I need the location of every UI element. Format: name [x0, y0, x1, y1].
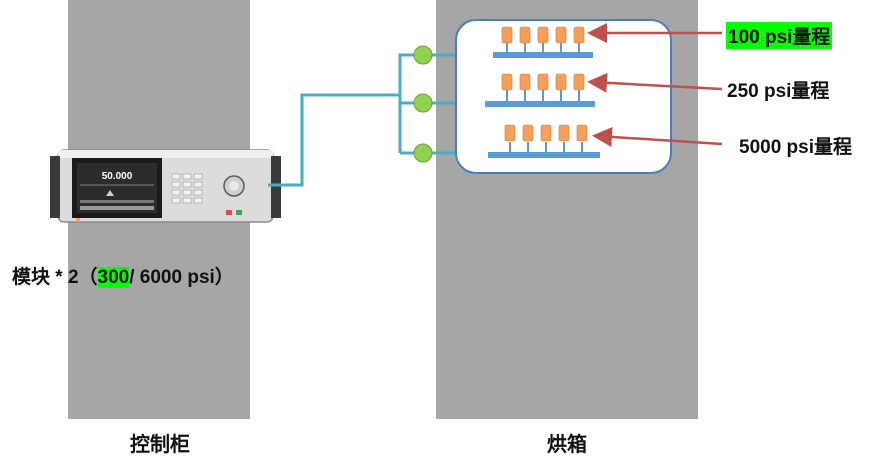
sensor-stem	[506, 90, 508, 101]
manifold-bar-3	[488, 152, 600, 158]
pressure-sensor	[555, 73, 567, 91]
pressure-sensor	[576, 124, 588, 142]
oven-label: 烘箱	[547, 434, 587, 456]
cabinet-label: 控制柜	[130, 434, 190, 456]
keypad	[171, 173, 203, 204]
valves	[413, 45, 433, 163]
pressure-sensor	[573, 26, 585, 44]
range-label-100psi: 100 psi量程	[726, 22, 833, 49]
pressure-sensor	[537, 26, 549, 44]
pressure-sensor	[540, 124, 552, 142]
sensor-stem	[581, 142, 583, 152]
arrow-5000psi	[592, 126, 723, 147]
sensor-manifolds	[485, 26, 600, 158]
sensor-stem	[506, 42, 508, 52]
pressure-piping	[268, 53, 455, 187]
sensor-stem	[524, 90, 526, 101]
sensor-stem	[560, 42, 562, 52]
pressure-sensor	[519, 26, 531, 44]
pressure-sensor	[558, 124, 570, 142]
pressure-sensor	[501, 26, 513, 44]
sensor-stem	[545, 142, 547, 152]
pressure-sensor	[522, 124, 534, 142]
sensor-stem	[578, 90, 580, 101]
pressure-controller-device: 50.000	[50, 149, 281, 223]
pressure-sensor	[504, 124, 516, 142]
manifold-bar-1	[493, 52, 593, 58]
module-label: 模块 * 2（300/ 6000 psi）	[12, 267, 234, 288]
valve-2	[413, 93, 433, 113]
arrow-250psi	[587, 72, 723, 93]
range-label-250psi: 250 psi量程	[727, 81, 830, 102]
sensor-stem	[509, 142, 511, 152]
sensor-stem	[560, 90, 562, 101]
valve-3	[413, 143, 433, 163]
sensor-stem	[527, 142, 529, 152]
range-label-5000psi: 5000 psi量程	[739, 137, 852, 158]
pressure-sensor	[537, 73, 549, 91]
screen-reading: 50.000	[102, 171, 133, 182]
sensor-stem	[542, 90, 544, 101]
sensor-stem	[542, 42, 544, 52]
pressure-sensor	[519, 73, 531, 91]
valve-1	[413, 45, 433, 65]
sensor-stem	[578, 42, 580, 52]
module-label-highlight: 300	[97, 267, 130, 288]
sensor-stem	[563, 142, 565, 152]
range-arrows	[587, 23, 723, 147]
pressure-sensor	[573, 73, 585, 91]
sensor-stem	[524, 42, 526, 52]
pressure-sensor	[501, 73, 513, 91]
pressure-sensor	[555, 26, 567, 44]
manifold-bar-2	[485, 101, 595, 107]
